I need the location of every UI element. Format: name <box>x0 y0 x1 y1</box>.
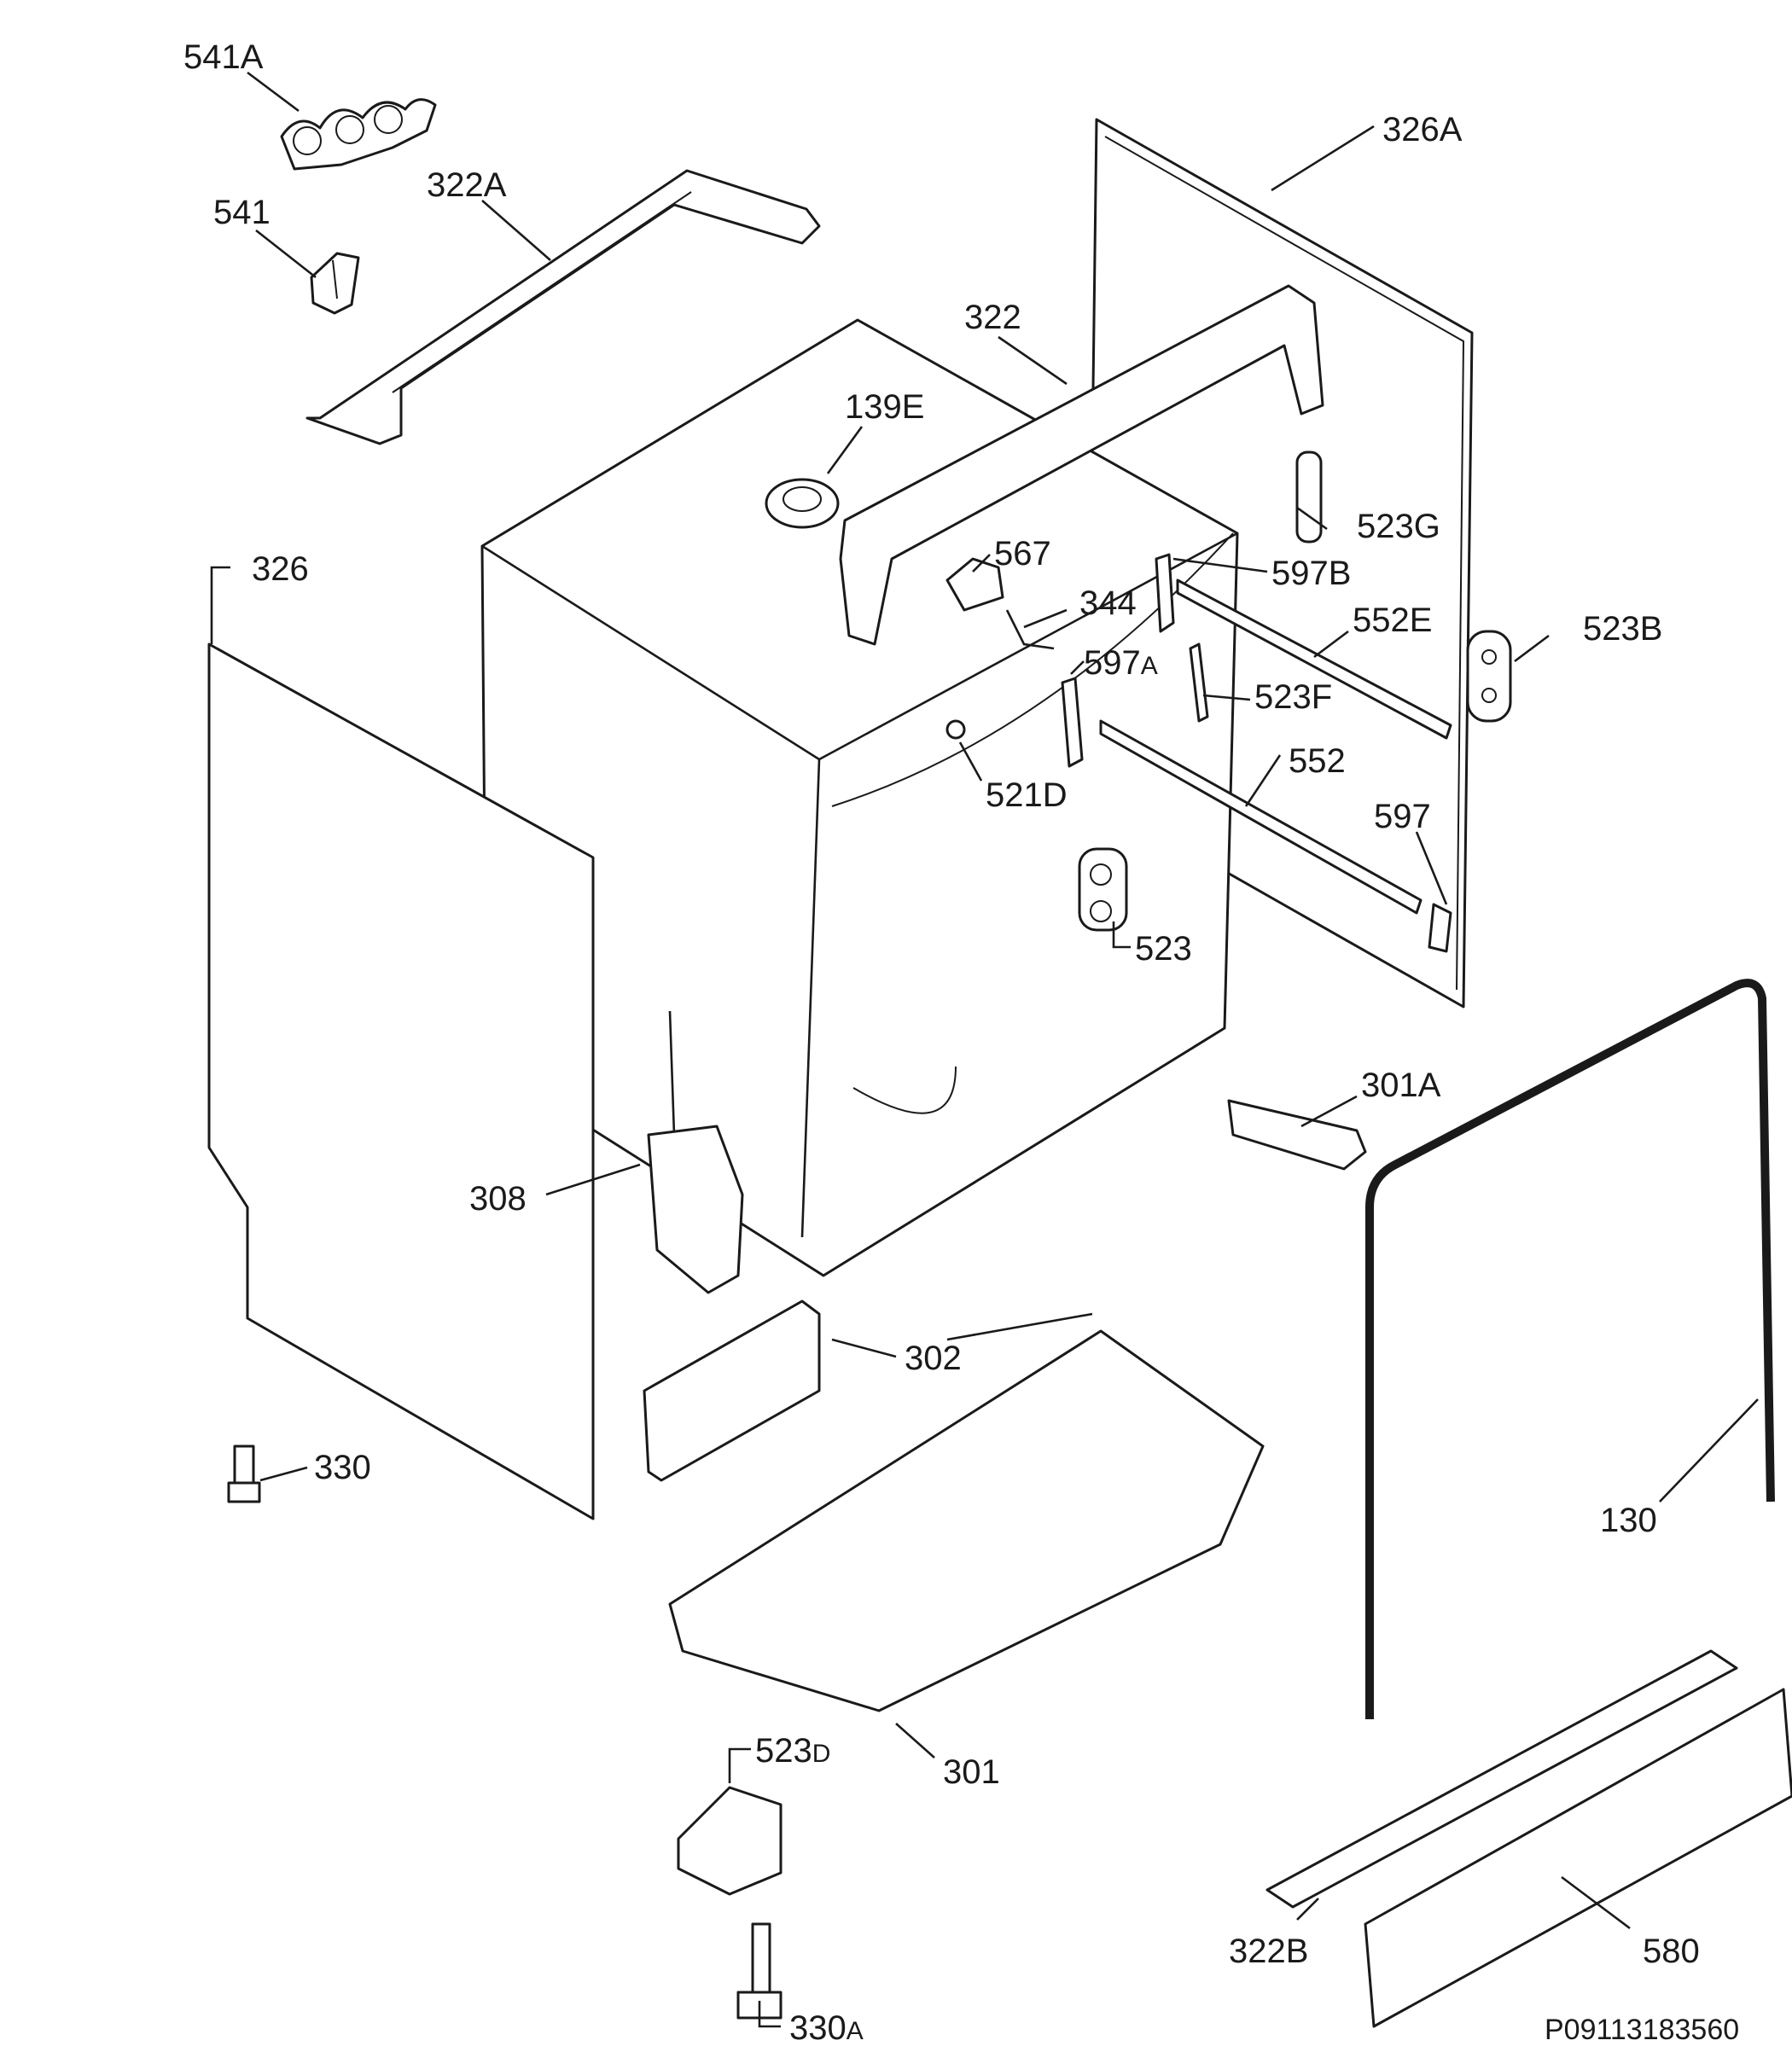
callout-552: 552 <box>1289 742 1346 780</box>
callout-326a: 326A <box>1382 111 1463 148</box>
part-301a-bracket <box>1227 1099 1367 1171</box>
part-523-grommet <box>1078 847 1128 932</box>
callout-322b: 322B <box>1229 1933 1308 1970</box>
callout-322a: 322A <box>427 166 507 204</box>
part-322b-bar <box>1265 1649 1738 1909</box>
callout-541a: 541A <box>183 38 264 76</box>
callout-523d: 523D <box>755 1732 830 1770</box>
callout-301: 301 <box>943 1753 1000 1791</box>
part-308-hinge <box>647 1010 744 1294</box>
part-597a-clip <box>1061 677 1084 768</box>
part-597-bracket <box>1428 903 1452 953</box>
callout-521d: 521D <box>986 776 1068 814</box>
part-302-panel <box>643 1299 821 1482</box>
callout-523g: 523G <box>1357 508 1440 545</box>
callout-523: 523 <box>1135 930 1192 968</box>
part-521d-nut <box>945 719 966 740</box>
part-597b-clip <box>1155 553 1175 633</box>
callout-567: 567 <box>994 535 1051 573</box>
part-139e-nut <box>765 478 840 529</box>
callout-326: 326 <box>252 550 309 588</box>
callout-597b: 597B <box>1271 555 1351 592</box>
part-326-side-panel <box>207 642 595 1520</box>
part-552e-rail <box>1176 578 1452 740</box>
part-523b-seal <box>1466 630 1512 723</box>
part-322-frame <box>839 284 1324 646</box>
leader-lines <box>210 71 1759 2028</box>
part-330a-foot <box>736 1922 783 2020</box>
callout-523b: 523B <box>1583 610 1662 648</box>
callout-302: 302 <box>905 1340 962 1377</box>
callout-330: 330 <box>314 1449 371 1486</box>
callout-130: 130 <box>1600 1502 1657 1539</box>
part-567-clip <box>945 557 1004 612</box>
part-330-foot <box>227 1445 261 1503</box>
part-322a-rail <box>305 169 821 445</box>
part-541-bracket <box>310 252 360 315</box>
part-523g-grommet <box>1295 451 1323 544</box>
drawing-number: P09113183560 <box>1545 2014 1739 2046</box>
part-344-wire <box>1005 609 1055 650</box>
callout-523f: 523F <box>1254 678 1332 716</box>
callout-541: 541 <box>213 194 271 231</box>
callout-597a: 597A <box>1084 644 1158 682</box>
part-552-rail <box>1099 719 1423 915</box>
callout-308: 308 <box>469 1180 527 1218</box>
part-580-bracket <box>1364 1688 1792 2028</box>
callout-552e: 552E <box>1353 602 1432 639</box>
callout-597: 597 <box>1374 798 1431 835</box>
callout-344: 344 <box>1079 584 1137 622</box>
callout-322: 322 <box>964 299 1021 336</box>
part-523d-bracket <box>677 1786 783 1896</box>
part-523f-rod <box>1189 642 1209 723</box>
part-541a-clip <box>280 98 437 171</box>
callout-301a: 301A <box>1361 1067 1441 1104</box>
part-301-base <box>668 1329 1265 1712</box>
callout-labels: 541A 541 322A 326A 322 139E 523G 326 567… <box>183 38 1700 2047</box>
callout-580: 580 <box>1643 1933 1700 1970</box>
callout-139e: 139E <box>845 388 924 426</box>
part-130-gasket <box>1365 979 1775 1719</box>
callout-330a: 330A <box>789 2009 864 2047</box>
